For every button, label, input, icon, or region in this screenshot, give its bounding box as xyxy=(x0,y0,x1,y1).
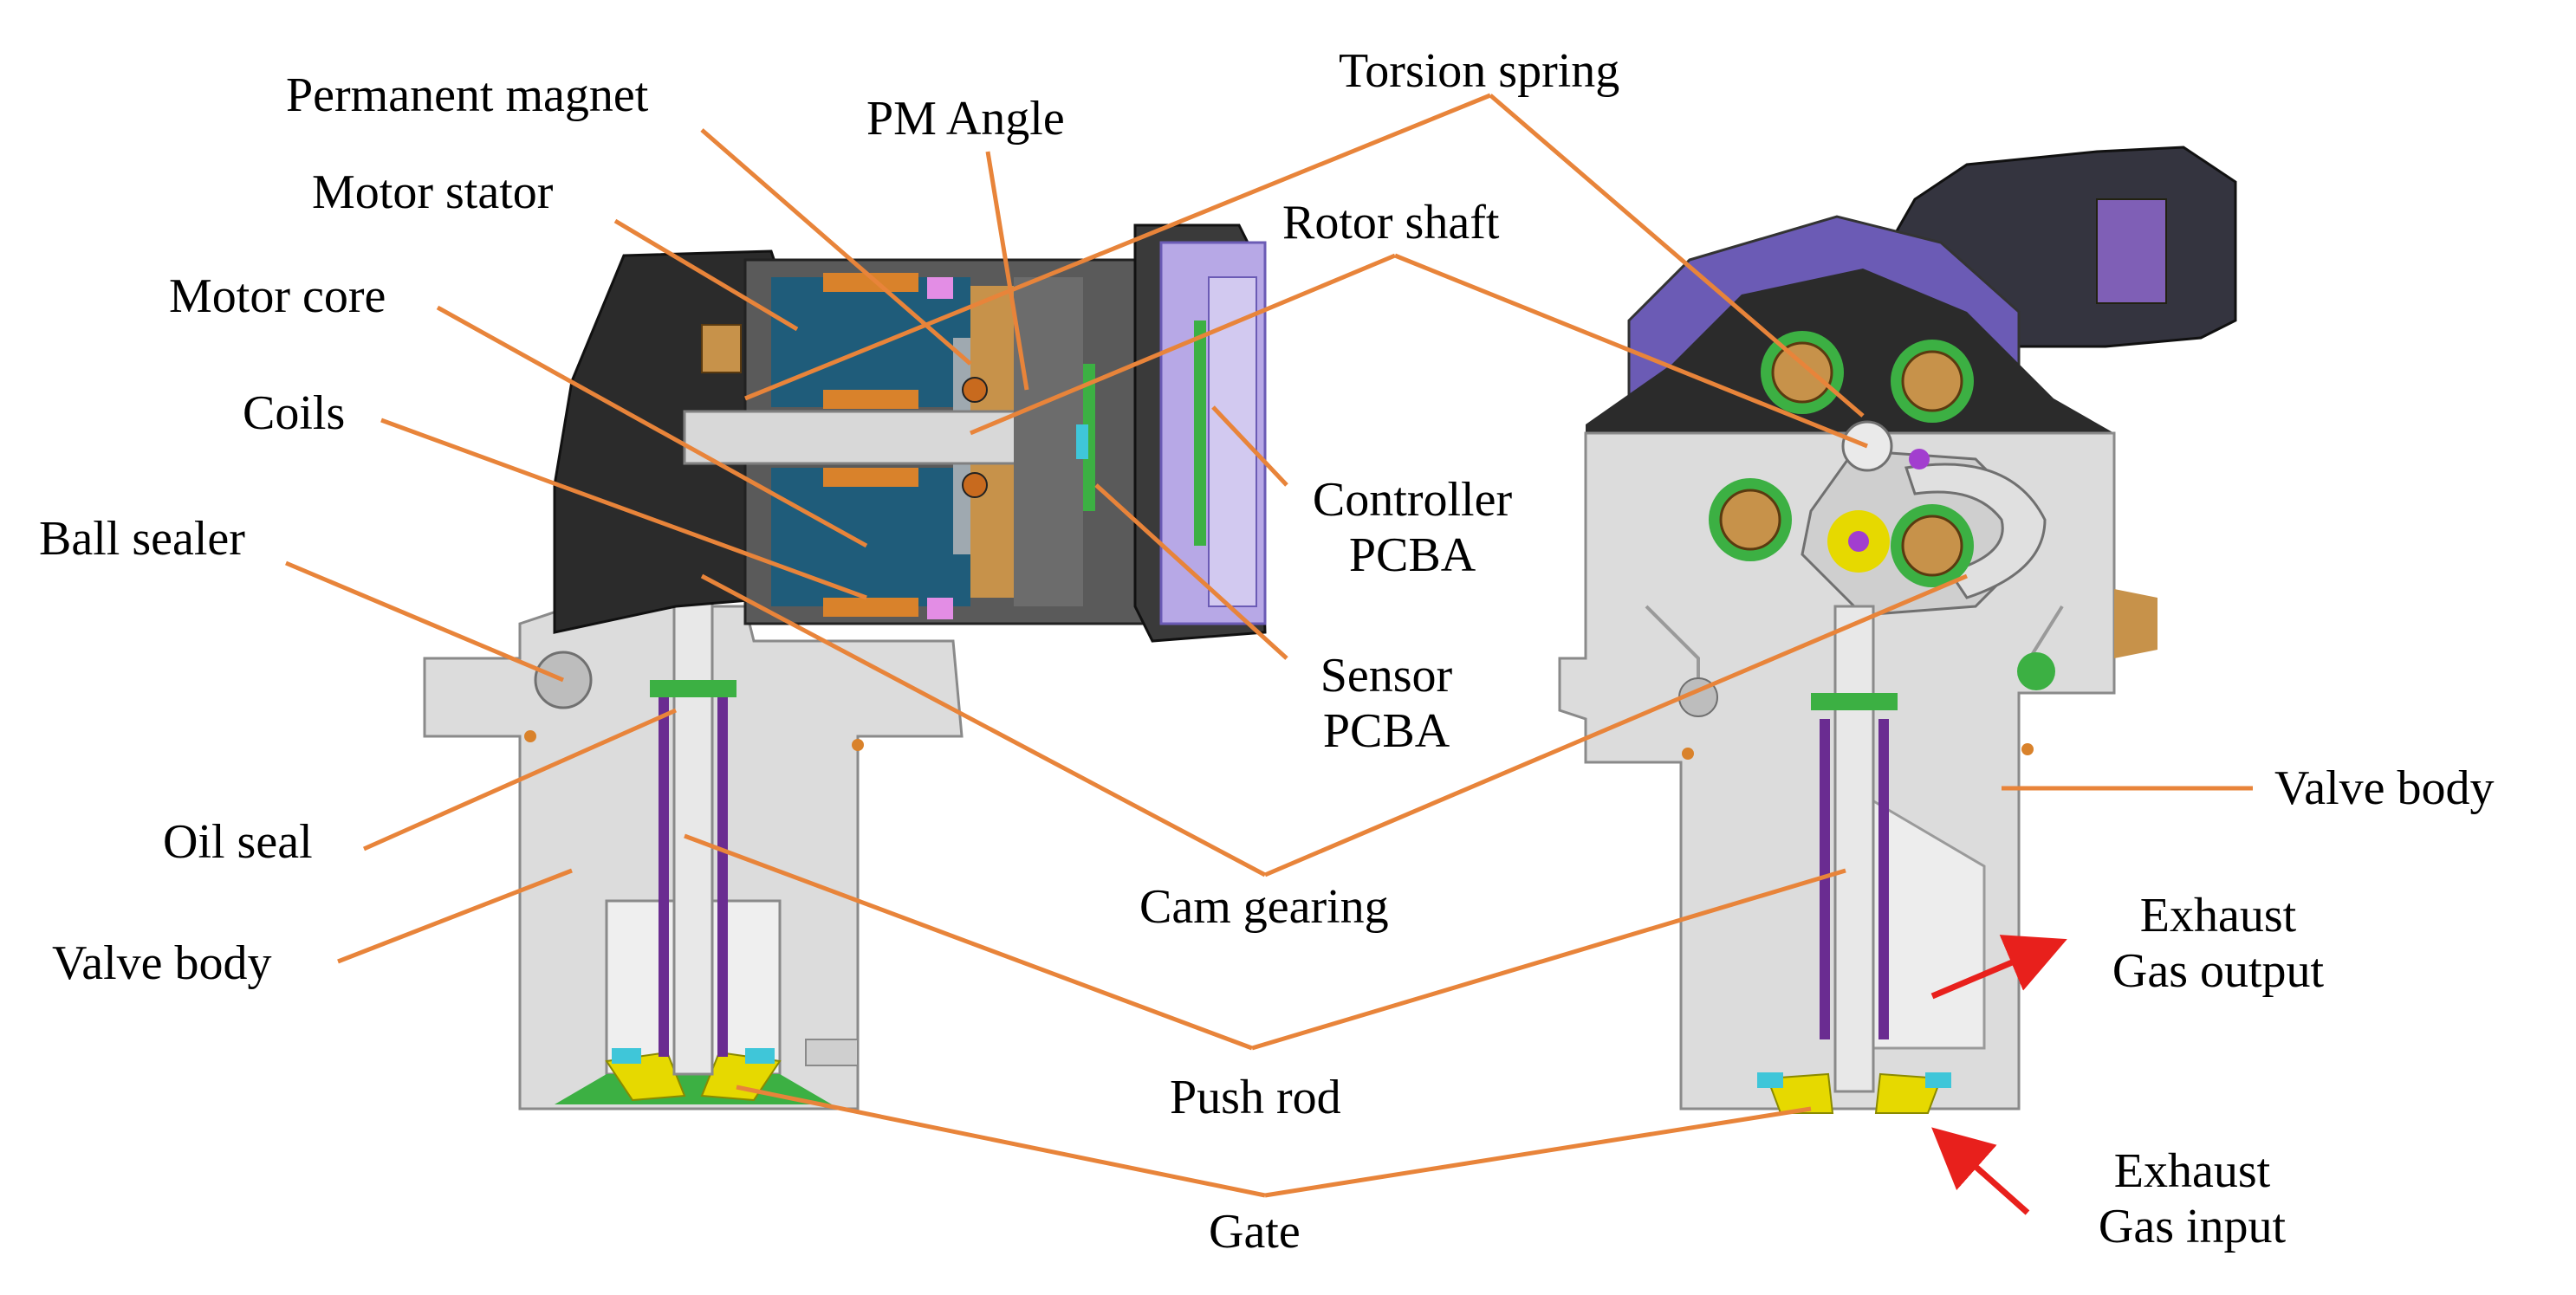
leader-gate-b xyxy=(1264,1106,1812,1198)
sensor-cyan-chip xyxy=(1076,424,1088,459)
left-gate-cyan-b xyxy=(745,1048,775,1064)
label-exhaust-gas-input: Exhaust Gas input xyxy=(2054,1143,2331,1255)
leader-torsion-spring-a xyxy=(744,93,1491,401)
label-controller-pcba: Controller PCBA xyxy=(1282,472,1542,584)
label-sensor-pcba-line1: Sensor xyxy=(1320,649,1453,703)
coil-top-a xyxy=(823,273,918,292)
leader-valve-body-left xyxy=(337,868,573,964)
label-coils: Coils xyxy=(243,386,346,440)
label-gate: Gate xyxy=(1209,1205,1301,1259)
right-cross-section-view xyxy=(1558,146,2237,1114)
label-exhaust-output-line1: Exhaust xyxy=(2139,889,2297,942)
rotor-bearing-a xyxy=(962,377,988,403)
coil-pink-b xyxy=(927,598,953,619)
sensor-section xyxy=(1014,277,1083,606)
label-exhaust-input-line1: Exhaust xyxy=(2113,1144,2271,1198)
leader-controller-pcba xyxy=(1211,405,1288,487)
left-gate-cyan-a xyxy=(612,1048,641,1064)
cam-gearing-arc xyxy=(1904,463,2047,599)
screw-left xyxy=(701,324,742,373)
left-gate-seal-a xyxy=(605,1051,686,1102)
leader-cam-gearing-b xyxy=(1264,573,1968,877)
right-push-rod-purple-b xyxy=(1878,719,1889,1039)
right-green-plug xyxy=(2017,652,2055,690)
label-controller-pcba-line1: Controller xyxy=(1312,473,1513,527)
label-sensor-pcba: Sensor PCBA xyxy=(1282,648,1490,760)
left-oil-seal xyxy=(650,680,736,697)
coil-pink-a xyxy=(927,277,953,299)
rotor-shaft-bar xyxy=(683,410,1076,465)
right-orange-dot-b xyxy=(2021,743,2034,755)
coil-bottom-a xyxy=(823,468,918,487)
leader-motor-core xyxy=(436,305,868,548)
label-exhaust-input-line2: Gas input xyxy=(2098,1200,2287,1254)
bolt-top-right-head xyxy=(1901,350,1963,412)
right-gate-seal-a xyxy=(1766,1072,1834,1114)
left-orange-dot-b xyxy=(852,739,864,751)
label-valve-body-right: Valve body xyxy=(2274,761,2495,815)
coil-top-b xyxy=(823,390,918,409)
right-push-rod-purple-a xyxy=(1820,719,1830,1039)
connector-pins xyxy=(2096,198,2167,304)
label-ball-sealer: Ball sealer xyxy=(39,512,245,566)
label-oil-seal: Oil seal xyxy=(163,815,313,869)
bolt-mid-right-head xyxy=(1901,515,1963,577)
label-exhaust-gas-output: Exhaust Gas output xyxy=(2062,888,2374,1000)
leader-oil-seal xyxy=(362,708,678,851)
label-motor-stator: Motor stator xyxy=(312,165,554,219)
right-gate-cyan-b xyxy=(1925,1072,1951,1088)
motor-stator-bottom xyxy=(771,468,970,606)
leader-push-rod-a xyxy=(684,833,1253,1051)
leader-lines xyxy=(285,93,2253,1198)
right-gate-seal-b xyxy=(1874,1072,1943,1114)
left-push-rod-purple-a xyxy=(659,693,669,1057)
controller-pcba-board xyxy=(1194,321,1206,546)
label-exhaust-output-line2: Gas output xyxy=(2112,944,2325,999)
right-gate-cyan-a xyxy=(1757,1072,1783,1088)
right-oil-seal xyxy=(1811,693,1898,710)
label-pm-angle: PM Angle xyxy=(866,92,1065,146)
label-cam-gearing: Cam gearing xyxy=(1139,880,1389,934)
leader-torsion-spring-b xyxy=(1489,94,1865,418)
label-push-rod: Push rod xyxy=(1170,1071,1341,1124)
label-torsion-spring: Torsion spring xyxy=(1339,44,1620,98)
cam-ring-center xyxy=(1848,531,1869,552)
label-permanent-magnet: Permanent magnet xyxy=(286,68,649,122)
exhaust-output-arrow xyxy=(1930,935,2067,1000)
leader-sensor-pcba xyxy=(1094,483,1288,660)
exhaust-input-arrow xyxy=(1931,1127,2030,1215)
leader-motor-stator xyxy=(613,218,799,332)
left-cross-section-view xyxy=(423,223,1267,1110)
left-orange-dot-a xyxy=(524,730,536,742)
leader-cam-gearing-a xyxy=(700,573,1267,877)
left-push-rod xyxy=(672,527,714,1076)
label-controller-pcba-line2: PCBA xyxy=(1348,528,1476,583)
label-sensor-pcba-line2: PCBA xyxy=(1322,704,1450,759)
right-push-rod xyxy=(1833,605,1875,1093)
left-push-rod-purple-b xyxy=(717,693,728,1057)
leader-ball-sealer xyxy=(285,560,564,683)
rotor-bearing-b xyxy=(962,472,988,498)
right-dark-cover xyxy=(1586,269,2114,450)
leader-rotor-shaft-b xyxy=(1394,253,1868,449)
left-valve-right-notch xyxy=(805,1039,859,1066)
leader-pm-angle xyxy=(985,151,1029,391)
leader-gate-a xyxy=(736,1085,1266,1198)
label-valve-body-left: Valve body xyxy=(52,936,272,990)
leader-push-rod-b xyxy=(1251,868,1846,1051)
label-rotor-shaft: Rotor shaft xyxy=(1282,196,1500,249)
leader-coils xyxy=(380,418,867,600)
sensor-pcba-board xyxy=(1083,364,1095,511)
torsion-spring-pin xyxy=(1909,449,1930,469)
bolt-top-left-head xyxy=(1771,341,1833,404)
leader-rotor-shaft-a xyxy=(970,253,1396,436)
right-orange-dot-a xyxy=(1682,748,1694,760)
coil-bottom-b xyxy=(823,598,918,617)
bolt-mid-left-head xyxy=(1719,489,1781,551)
right-body-bulge xyxy=(2114,589,2157,658)
controller-inner xyxy=(1208,276,1257,607)
label-motor-core: Motor core xyxy=(169,269,386,323)
